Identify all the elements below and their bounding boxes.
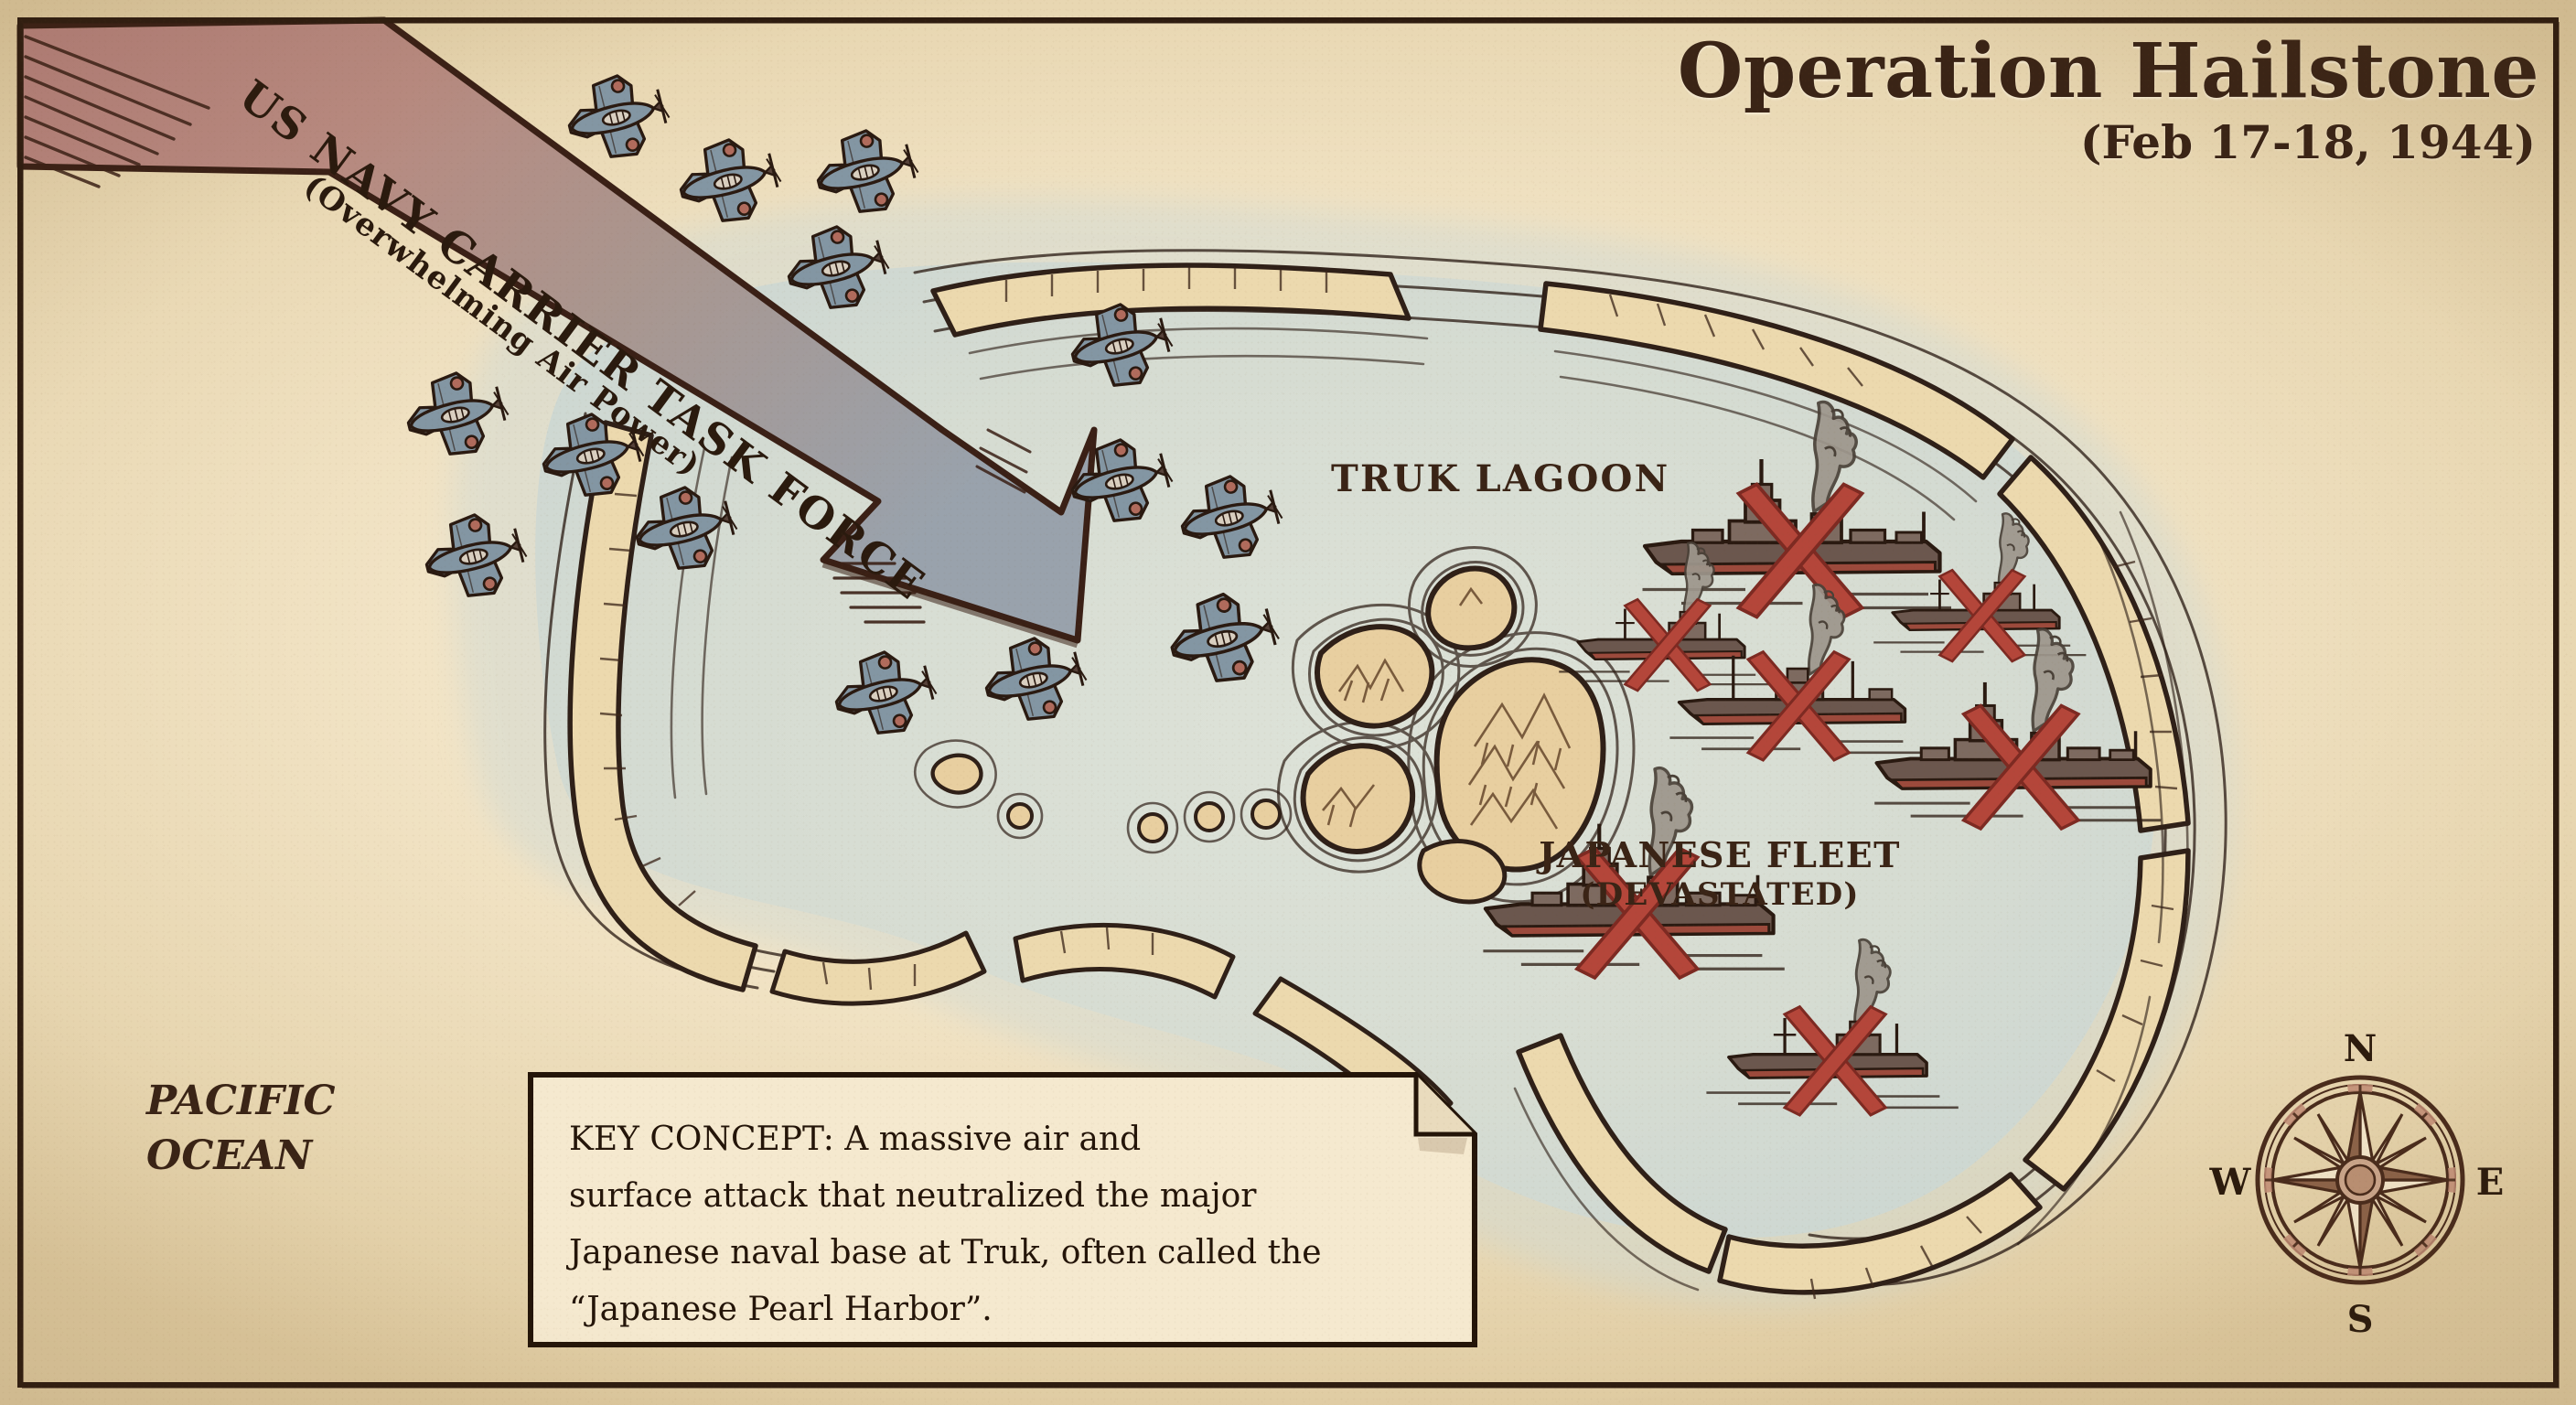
- svg-text:E: E: [2476, 1161, 2505, 1204]
- label-pacific-ocean-line1: PACIFIC: [146, 1078, 336, 1124]
- compass-rose: N S E W: [2209, 1027, 2505, 1341]
- svg-text:W: W: [2209, 1161, 2252, 1204]
- page-title: Operation Hailstone: [1677, 27, 2539, 115]
- key-concept-line: KEY CONCEPT: A massive air and: [569, 1121, 1142, 1158]
- central-islands: [913, 546, 1636, 905]
- svg-text:N: N: [2344, 1027, 2377, 1070]
- ship-icon: [1669, 583, 1922, 762]
- label-pacific-ocean-line2: OCEAN: [146, 1132, 313, 1179]
- ship-icon: [1483, 766, 1785, 980]
- japanese-fleet-ships: [1483, 400, 2162, 1117]
- page-subtitle: (Feb 17-18, 1944): [2079, 115, 2536, 169]
- ship-icon: [1874, 627, 2162, 831]
- label-japanese-fleet: JAPANESE FLEET: [1539, 834, 1901, 875]
- ship-icon: [1559, 542, 1772, 692]
- key-concept-line: Japanese naval base at Truk, often calle…: [569, 1234, 1322, 1271]
- label-truk-lagoon: TRUK LAGOON: [1331, 457, 1670, 500]
- aircraft-icon: .pfill{fill:#9c7668;} .proundel{fill:#b9…: [559, 64, 678, 170]
- key-concept-line: “Japanese Pearl Harbor”.: [569, 1291, 993, 1328]
- svg-text:S: S: [2347, 1298, 2374, 1341]
- key-concept-line: surface attack that neutralized the majo…: [569, 1177, 1257, 1215]
- ship-icon: [1706, 938, 1959, 1117]
- label-fleet-status: (DEVASTATED): [1580, 876, 1860, 913]
- map-border-frame: [17, 17, 2560, 1389]
- atoll-reef-ring: [543, 249, 2227, 1300]
- key-concept-box: [528, 1072, 1477, 1347]
